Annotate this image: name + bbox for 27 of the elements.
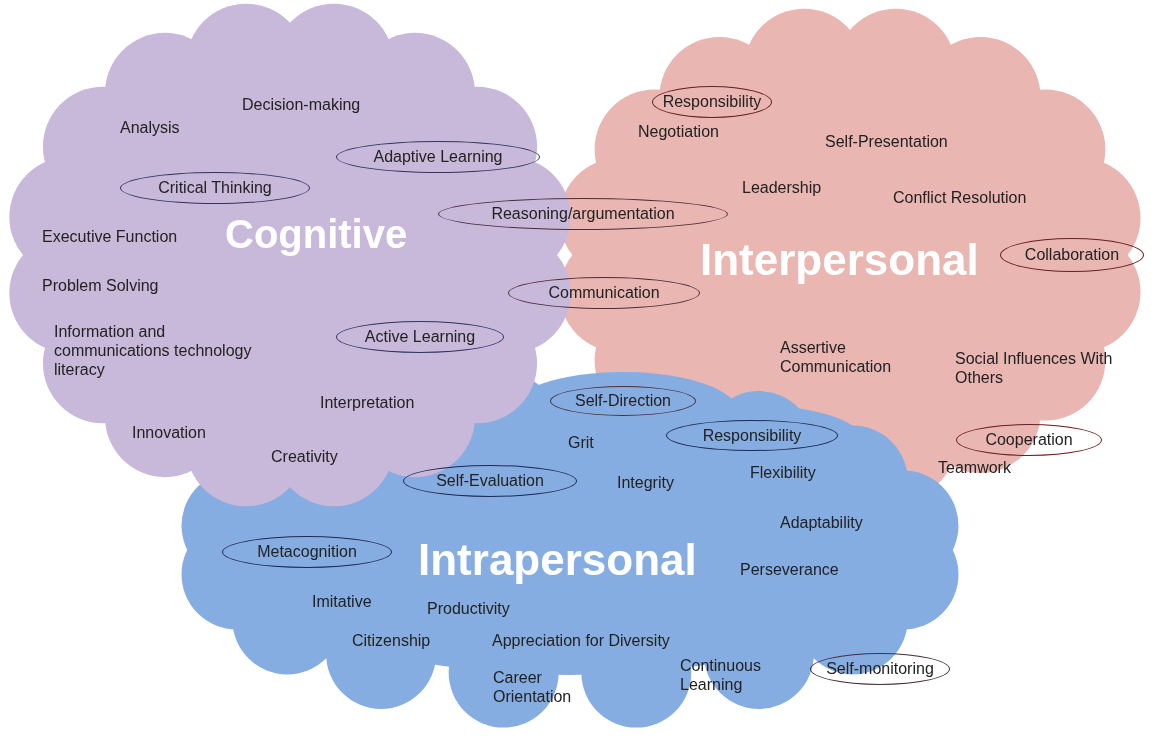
cloud-title: Intrapersonal: [418, 535, 697, 585]
skill-label: Appreciation for Diversity: [492, 631, 670, 651]
skill-label: Integrity: [617, 473, 674, 493]
skill-label: Perseverance: [740, 560, 839, 580]
skill-label: Assertive Communication: [780, 338, 893, 377]
skill-label: Information and communications technology literacy: [54, 322, 253, 380]
skill-label: Adaptability: [780, 513, 863, 533]
skill-label: Flexibility: [750, 463, 816, 483]
skill-label: Self-Presentation: [825, 132, 948, 152]
skill-label: Negotiation: [638, 122, 719, 142]
skill-label: Citizenship: [352, 631, 431, 651]
skill-label: Teamwork: [938, 458, 1011, 478]
skill-label: Conflict Resolution: [893, 188, 1027, 208]
skill-label: Interpretation: [320, 393, 415, 413]
skill-label: Productivity: [427, 599, 510, 619]
skill-label: Innovation: [132, 423, 206, 443]
skill-label: Creativity: [271, 447, 338, 467]
skill-label: Executive Function: [42, 227, 178, 247]
skill-label: Problem Solving: [42, 276, 159, 296]
skill-label: Analysis: [120, 118, 180, 138]
skill-label: Grit: [568, 433, 594, 453]
cloud-title: Interpersonal: [700, 235, 979, 285]
skill-label: Imitative: [312, 592, 372, 612]
skill-label: Decision-making: [242, 95, 361, 115]
cloud-title: Cognitive: [225, 212, 408, 257]
skill-label: Leadership: [742, 178, 822, 198]
skill-label: Social Influences With Others: [955, 349, 1114, 388]
